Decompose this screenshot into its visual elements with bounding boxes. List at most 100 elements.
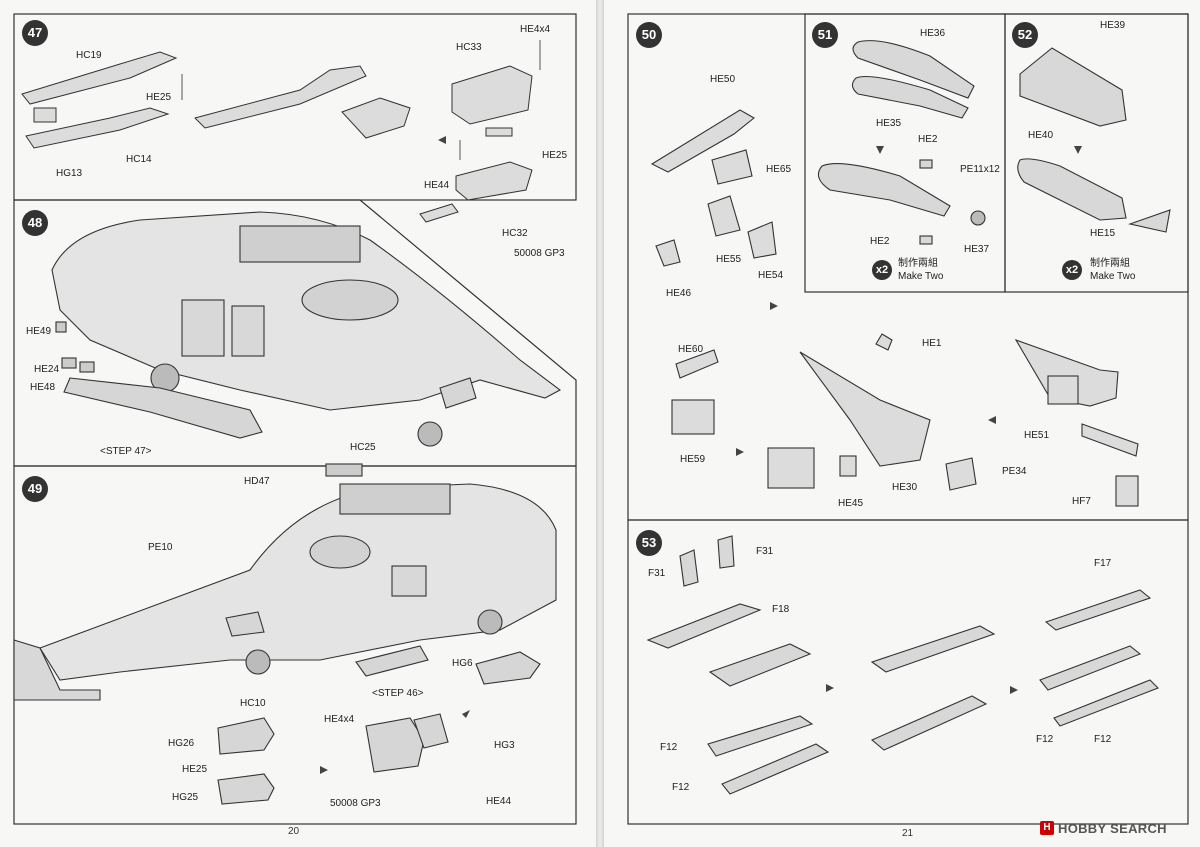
make-two-badge: x2 (872, 260, 892, 280)
part-he50-gun (650, 109, 755, 173)
left-manual-page (0, 0, 596, 847)
part-f31a (679, 549, 699, 587)
part-hg25 (217, 773, 275, 805)
part-hg13 (33, 107, 57, 123)
part-he1 (875, 333, 893, 351)
part-label: F18 (772, 604, 790, 615)
part-fairing (194, 65, 367, 129)
part-label: HE35 (876, 118, 902, 129)
part-label: HE49 (26, 326, 52, 337)
part-label: HE2 (870, 236, 890, 247)
part-he4x4 (365, 717, 425, 773)
ammo-box-final (1047, 375, 1079, 405)
part-hc32 (455, 161, 533, 201)
part-he59-box (671, 399, 715, 435)
engine-intake (301, 279, 399, 321)
part-label: PE34 (1002, 466, 1027, 477)
part-label: HE46 (666, 288, 692, 299)
part-label: HE51 (1024, 430, 1050, 441)
part-label: HE2 (918, 134, 938, 145)
rack-assembly-b (870, 625, 996, 673)
part-label: HD47 (244, 476, 270, 487)
part-label: 50008 GP3 (514, 248, 565, 259)
part-label: F12 (660, 742, 678, 753)
part-he2a (919, 159, 933, 169)
arrow-icon (736, 448, 744, 456)
part-he55 (707, 195, 741, 237)
part-he54 (747, 221, 777, 259)
part-he49 (55, 321, 67, 333)
make-two-badge: x2 (1062, 260, 1082, 280)
part-label: HE44 (486, 796, 512, 807)
part-label: F12 (1094, 734, 1112, 745)
part-hg6 (475, 651, 541, 685)
make-two-zh: 制作兩組 (898, 258, 938, 269)
part-he35 (851, 75, 969, 119)
part-f31b (717, 535, 735, 569)
part-hc14 (25, 107, 170, 149)
arrow-icon (1010, 686, 1018, 694)
part-label: HE4x4 (520, 24, 551, 35)
part-label: HC10 (240, 698, 266, 709)
cabin-window (181, 299, 225, 357)
helicopter-nose-body (51, 211, 562, 411)
part-label: HF7 (1072, 496, 1091, 507)
part-label: HE65 (766, 164, 792, 175)
part-he39 (1019, 47, 1127, 127)
torpedo-assembled (817, 162, 951, 217)
part-he44 (419, 203, 459, 223)
make-two-en: Make Two (1090, 271, 1136, 282)
part-label: HE1 (922, 338, 942, 349)
engine-deck-rear (339, 483, 451, 515)
part-label: HC25 (350, 442, 376, 453)
step-48-frame (13, 199, 577, 467)
part-label: HC33 (456, 42, 482, 53)
hobby-search-watermark: H HOBBY SEARCH (1040, 820, 1167, 836)
part-label: F31 (756, 546, 774, 557)
part-he30 (945, 457, 977, 491)
make-two-en: Make Two (898, 271, 944, 282)
part-label: HC14 (126, 154, 152, 165)
part-label: HE59 (680, 454, 706, 465)
part-label: HE54 (758, 270, 784, 281)
tail-wheel (245, 649, 271, 675)
part-box-a (341, 97, 411, 139)
arrow-icon (1074, 146, 1082, 154)
main-wheel (417, 421, 443, 447)
part-label: HE36 (920, 28, 946, 39)
page-gutter (596, 0, 604, 847)
part-label: F12 (672, 782, 690, 793)
part-label: HG3 (494, 740, 515, 751)
arrow-icon (876, 146, 884, 154)
step-53-badge: 53 (636, 530, 662, 556)
part-label: HE15 (1090, 228, 1116, 239)
part-f18-rail (646, 603, 762, 649)
part-label: F12 (1036, 734, 1054, 745)
part-label: HE60 (678, 344, 704, 355)
part-he24b (79, 361, 95, 373)
part-label: HE55 (716, 254, 742, 265)
part-label: HG26 (168, 738, 195, 749)
engine-deck (239, 225, 361, 263)
watermark-text: HOBBY SEARCH (1058, 820, 1167, 836)
step-52-frame (1004, 13, 1189, 293)
step-47-badge: 47 (22, 20, 48, 46)
part-he2b (919, 235, 933, 245)
hobby-search-logo-icon: H (1040, 821, 1054, 835)
part-label: HE25 (182, 764, 208, 775)
cabin-door (231, 305, 265, 357)
part-label: F31 (648, 568, 666, 579)
part-hc19 (21, 51, 178, 105)
part-label: HE25 (146, 92, 172, 103)
step-51-badge: 51 (812, 22, 838, 48)
part-label: HE44 (424, 180, 450, 191)
arrow-icon (462, 710, 470, 718)
helicopter-tail-body (39, 483, 557, 681)
step-50-badge: 50 (636, 22, 662, 48)
part-he65 (711, 149, 753, 185)
part-hc25 (325, 463, 363, 477)
step-48-badge: 48 (22, 210, 48, 236)
part-he51 (1081, 423, 1139, 457)
part-antenna-box (225, 611, 265, 637)
